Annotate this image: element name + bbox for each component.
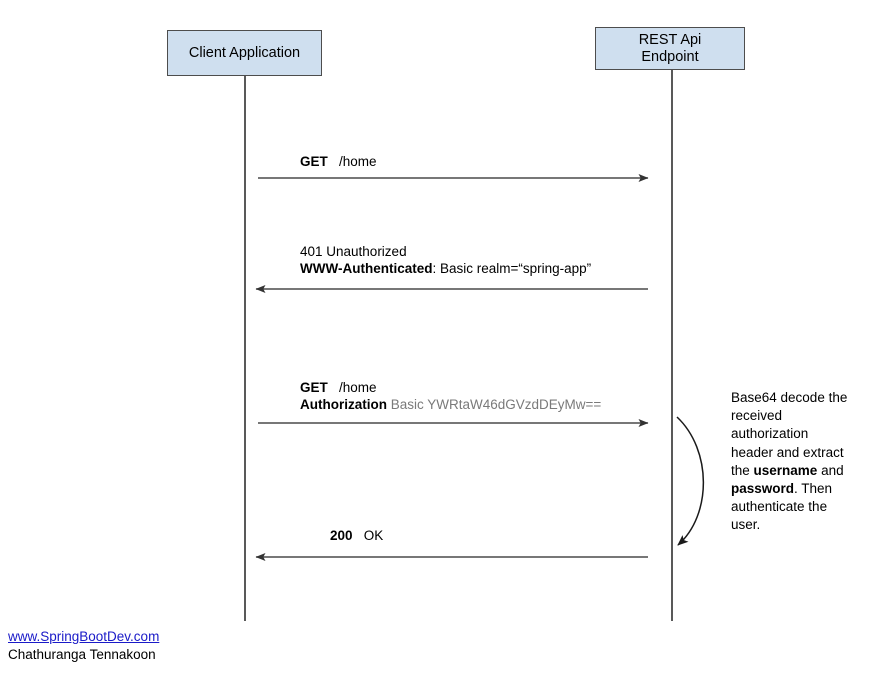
participant-rest-api-endpoint-label-line1: REST Api (638, 31, 702, 48)
note-base64-decode: Base64 decode the received authorization… (731, 389, 853, 535)
lifeline-rest-api-endpoint (671, 70, 673, 621)
message-label-401-header-line: WWW-Authenticated: Basic realm=“spring-a… (300, 260, 591, 277)
message-label-get-auth-path: /home (327, 380, 377, 395)
participant-client-application-label: Client Application (188, 44, 301, 61)
lifeline-client-application (244, 76, 246, 621)
participant-rest-api-endpoint-label: REST Api Endpoint (639, 32, 702, 66)
message-label-401-header-value: : Basic realm=“spring-app” (432, 261, 592, 276)
message-label-get-home-path: /home (327, 154, 377, 169)
note-base64-decode-username: username (753, 462, 818, 478)
participant-rest-api-endpoint: REST Api Endpoint (595, 27, 745, 70)
note-base64-decode-part-3: . Then authenticate the user. (731, 481, 833, 533)
participant-rest-api-endpoint-label-line2: Endpoint (641, 48, 699, 65)
footer-author-name: Chathuranga Tennakoon (8, 647, 156, 662)
message-label-get-auth-header-name: Authorization (300, 397, 387, 412)
footer-credits: www.SpringBootDev.com Chathuranga Tennak… (8, 628, 159, 664)
message-label-200-ok: 200 OK (330, 527, 383, 544)
note-base64-decode-password: password (731, 481, 795, 497)
note-base64-decode-part-2: and (817, 462, 844, 478)
message-label-401-header-name: WWW-Authenticated (300, 261, 433, 276)
message-label-get-auth-header-value: Basic YWRtaW46dGVzdDEyMw== (387, 397, 602, 412)
message-label-get-home: GET /home (300, 153, 377, 170)
message-label-401-status: 401 Unauthorized (300, 244, 407, 259)
message-label-get-auth-request-line: GET /home (300, 379, 601, 396)
message-label-200-status-code: 200 (330, 528, 353, 543)
message-label-get-home-authorization: GET /home Authorization Basic YWRtaW46dG… (300, 379, 601, 413)
message-label-401-unauthorized: 401 Unauthorized WWW-Authenticated: Basi… (300, 243, 591, 277)
message-label-200-status-text: OK (352, 528, 384, 543)
note-base64-decode-part-1: Base64 decode the received authorization… (731, 390, 848, 478)
message-label-get-auth-method: GET (300, 380, 328, 395)
arrow-self-call-base64-decode (676, 416, 705, 546)
message-label-401-status-line: 401 Unauthorized (300, 243, 591, 260)
message-label-get-home-method: GET (300, 154, 328, 169)
footer-website-link[interactable]: www.SpringBootDev.com (8, 629, 160, 644)
message-label-get-auth-header-line: Authorization Basic YWRtaW46dGVzdDEyMw== (300, 396, 601, 413)
participant-client-application: Client Application (167, 30, 322, 76)
